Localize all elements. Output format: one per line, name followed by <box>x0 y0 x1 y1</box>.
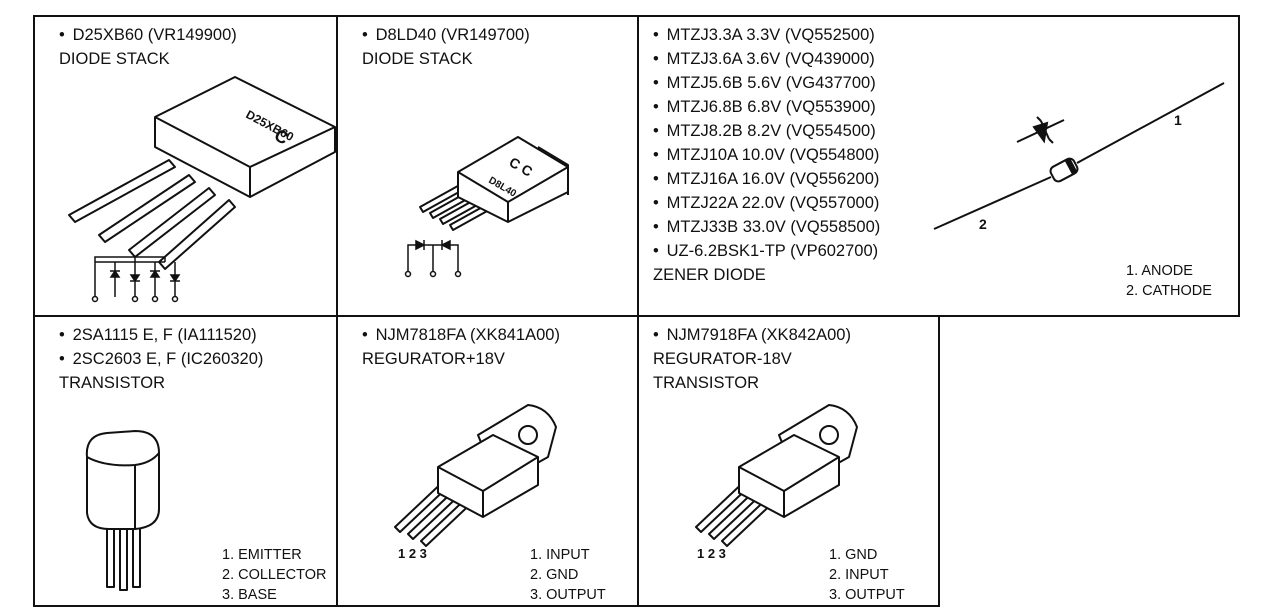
pin-label: 1. EMITTER <box>222 547 302 563</box>
pin-label: 2. GND <box>530 567 579 583</box>
regulator-drawing <box>695 404 858 547</box>
bullet: • <box>653 194 659 212</box>
pin-label: 1. GND <box>829 547 878 563</box>
component-line: • MTZJ10A 10.0V (VQ554800) <box>653 143 880 167</box>
component-line: • 2SA1115 E, F (IA111520) <box>59 323 263 347</box>
component-text: • D8LD40 (VR149700) DIODE STACK <box>362 23 530 71</box>
bullet: • <box>653 74 659 92</box>
diode-stack-drawing: D8L40 C C <box>404 136 569 278</box>
component-line: DIODE STACK <box>59 50 170 68</box>
component-cell-njm7918: • NJM7918FA (XK842A00) REGURATOR-18V TRA… <box>637 315 940 607</box>
bullet: • <box>59 326 65 344</box>
component-cell-zener: • MTZJ3.3A 3.3V (VQ552500) • MTZJ3.6A 3.… <box>637 15 1240 317</box>
component-line: TRANSISTOR <box>59 374 166 392</box>
component-line: REGURATOR+18V <box>362 350 505 368</box>
component-line: • D8LD40 (VR149700) <box>362 23 530 47</box>
zener-body <box>1049 157 1079 183</box>
transistor-drawing <box>85 430 160 591</box>
bullet: • <box>59 26 65 44</box>
diode-schematic <box>404 239 462 278</box>
component-line: • 2SC2603 E, F (IC260320) <box>59 347 263 371</box>
component-line: • NJM7818FA (XK841A00) <box>362 323 560 347</box>
pin-label: 2. CATHODE <box>1126 283 1212 299</box>
diode-stack-bridge-drawing: D25XB60 C <box>68 76 336 303</box>
regulator-drawing <box>394 404 557 547</box>
diode-stack-body <box>457 136 569 223</box>
component-text: • 2SA1115 E, F (IA111520) • 2SC2603 E, F… <box>59 323 263 395</box>
bullet: • <box>362 326 368 344</box>
pin-legend: 1. ANODE 2. CATHODE <box>1126 261 1212 301</box>
pin-label: 3. OUTPUT <box>530 587 606 603</box>
pin-legend: 1. INPUT 2. GND 3. OUTPUT <box>530 545 606 605</box>
pin-label: 1. ANODE <box>1126 263 1193 279</box>
bullet: • <box>362 26 368 44</box>
component-cell-d25xb60: • D25XB60 (VR149900) DIODE STACK D25XB60… <box>33 15 338 317</box>
lead-numbers: 1 2 3 <box>697 546 726 561</box>
component-line: • MTZJ16A 16.0V (VQ556200) <box>653 167 880 191</box>
regulator-body <box>738 434 840 518</box>
zener-lead <box>933 176 1052 230</box>
bullet: • <box>653 146 659 164</box>
component-text: • NJM7818FA (XK841A00) REGURATOR+18V <box>362 323 560 371</box>
component-line: DIODE STACK <box>362 50 473 68</box>
bullet: • <box>653 170 659 188</box>
transistor-body <box>85 430 160 530</box>
component-line: • MTZJ8.2B 8.2V (VQ554500) <box>653 119 880 143</box>
zener-diode-drawing: 1 2 <box>933 82 1225 232</box>
bullet: • <box>653 50 659 68</box>
pin-label: 2. COLLECTOR <box>222 567 327 583</box>
zener-lead <box>1076 82 1225 164</box>
pin-legend: 1. EMITTER 2. COLLECTOR 3. BASE <box>222 545 327 605</box>
pin-legend: 1. GND 2. INPUT 3. OUTPUT <box>829 545 905 605</box>
component-line: • MTZJ22A 22.0V (VQ557000) <box>653 191 880 215</box>
diode-stack-body <box>154 76 336 198</box>
lead-label: 1 <box>1174 112 1182 128</box>
component-line: • UZ-6.2BSK1-TP (VP602700) <box>653 239 880 263</box>
component-line: • NJM7918FA (XK842A00) <box>653 323 851 347</box>
pin-label: 3. BASE <box>222 587 277 603</box>
component-line: TRANSISTOR <box>653 374 760 392</box>
zener-symbol <box>1016 116 1065 144</box>
pin-label: 1. INPUT <box>530 547 590 563</box>
bullet: • <box>653 218 659 236</box>
component-line: REGURATOR-18V <box>653 350 792 368</box>
component-text: • D25XB60 (VR149900) DIODE STACK <box>59 23 237 71</box>
pin-label: 3. OUTPUT <box>829 587 905 603</box>
component-text: • NJM7918FA (XK842A00) REGURATOR-18V TRA… <box>653 323 851 395</box>
component-line: • D25XB60 (VR149900) <box>59 23 237 47</box>
component-line: • MTZJ5.6B 5.6V (VG437700) <box>653 71 880 95</box>
component-cell-d8ld40: • D8LD40 (VR149700) DIODE STACK D8L40 C … <box>336 15 639 317</box>
component-line: • MTZJ3.3A 3.3V (VQ552500) <box>653 23 880 47</box>
bridge-schematic <box>91 256 181 303</box>
component-cell-transistor: • 2SA1115 E, F (IA111520) • 2SC2603 E, F… <box>33 315 338 607</box>
component-line: • MTZJ6.8B 6.8V (VQ553900) <box>653 95 880 119</box>
component-text: • MTZJ3.3A 3.3V (VQ552500) • MTZJ3.6A 3.… <box>653 23 880 287</box>
bullet: • <box>653 326 659 344</box>
regulator-body <box>437 434 539 518</box>
lead-label: 2 <box>979 216 987 232</box>
bullet: • <box>59 350 65 368</box>
pin-label: 2. INPUT <box>829 567 889 583</box>
bullet: • <box>653 98 659 116</box>
component-line: ZENER DIODE <box>653 266 766 284</box>
component-cell-njm7818: • NJM7818FA (XK841A00) REGURATOR+18V 1 2… <box>336 315 639 607</box>
component-line: • MTZJ33B 33.0V (VQ558500) <box>653 215 880 239</box>
bullet: • <box>653 242 659 260</box>
lead-numbers: 1 2 3 <box>398 546 427 561</box>
component-line: • MTZJ3.6A 3.6V (VQ439000) <box>653 47 880 71</box>
bullet: • <box>653 122 659 140</box>
bullet: • <box>653 26 659 44</box>
